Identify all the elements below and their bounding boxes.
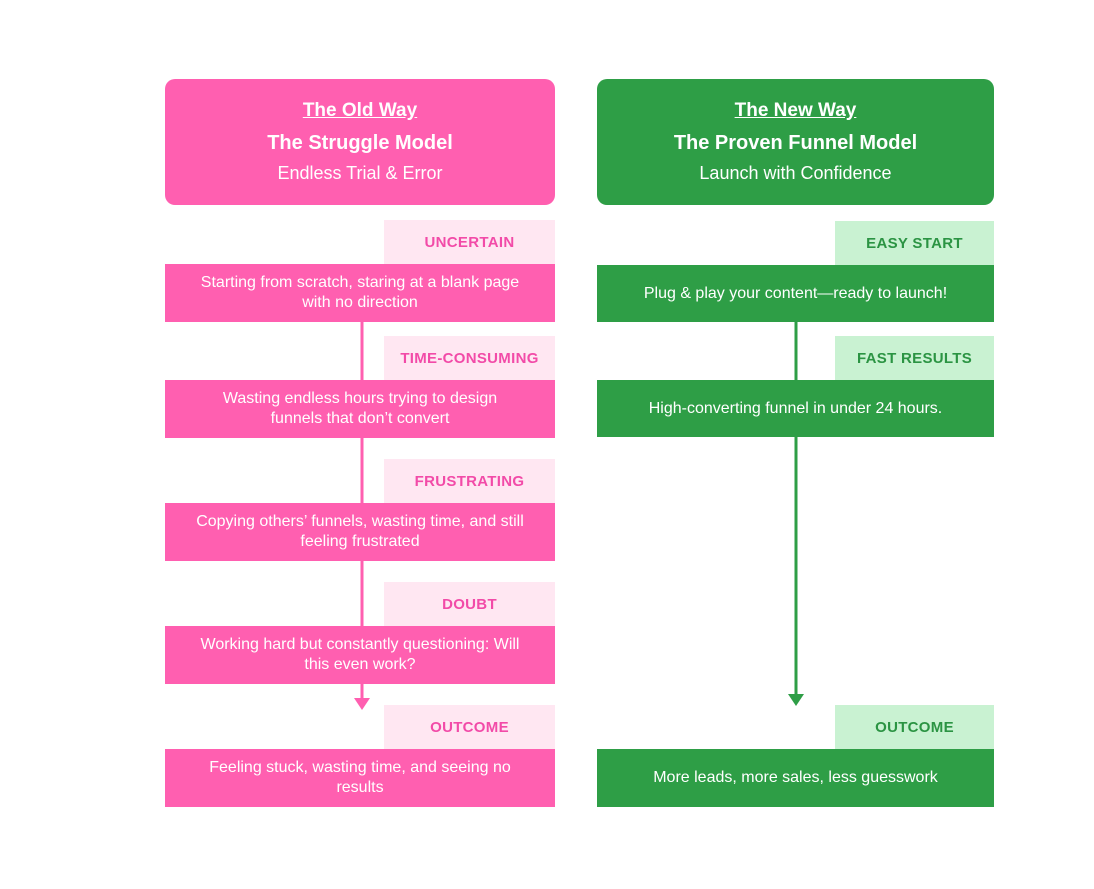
new-step-1-text: Plug & play your content—ready to launch… [643,284,948,302]
old-step-2-tag: TIME-CONSUMING [384,336,555,380]
new-outcome-box: More leads, more sales, less guesswork [597,749,994,807]
old-way-subtitle: Endless Trial & Error [277,163,443,183]
old-way-header: The Old Way The Struggle Model Endless T… [165,79,555,205]
old-step-1-tag: UNCERTAIN [384,220,555,264]
new-outcome-text: More leads, more sales, less guesswork [653,769,938,786]
old-step-2-box: Wasting endless hours trying to design f… [165,380,555,438]
old-step-3-tag: FRUSTRATING [384,459,555,503]
new-way-title: The Proven Funnel Model [673,132,918,154]
new-step-2-tag: FAST RESULTS [835,336,994,380]
old-step-4-tag: DOUBT [384,582,555,626]
old-outcome-tag: OUTCOME [384,705,555,749]
new-way-subtitle: Launch with Confidence [699,163,892,183]
old-way-arrowhead [354,698,370,710]
new-outcome-tag: OUTCOME [835,705,994,749]
old-outcome-text: Feeling stuck, wasting time, and seeing … [209,759,511,796]
new-step-1-box: Plug & play your content—ready to launch… [597,265,994,322]
new-step-2-text: High-converting funnel in under 24 hours… [648,399,943,417]
old-step-3-text: Copying others’ funnels, wasting time, a… [196,513,524,550]
new-way-kicker: The New Way [734,100,857,121]
new-way-header: The New Way The Proven Funnel Model Laun… [597,79,994,205]
old-step-1-box: Starting from scratch, staring at a blan… [165,264,555,322]
old-step-3-box: Copying others’ funnels, wasting time, a… [165,503,555,561]
old-way-kicker: The Old Way [302,100,418,121]
new-way-arrowhead [788,694,804,706]
new-step-2-box: High-converting funnel in under 24 hours… [597,380,994,437]
old-step-2-text: Wasting endless hours trying to design f… [222,390,498,427]
old-step-4-text: Working hard but constantly questioning:… [200,636,520,673]
old-outcome-box: Feeling stuck, wasting time, and seeing … [165,749,555,807]
old-step-4-box: Working hard but constantly questioning:… [165,626,555,684]
new-step-1-tag: EASY START [835,221,994,265]
old-way-title: The Struggle Model [267,132,453,154]
old-step-1-text: Starting from scratch, staring at a blan… [200,274,520,311]
